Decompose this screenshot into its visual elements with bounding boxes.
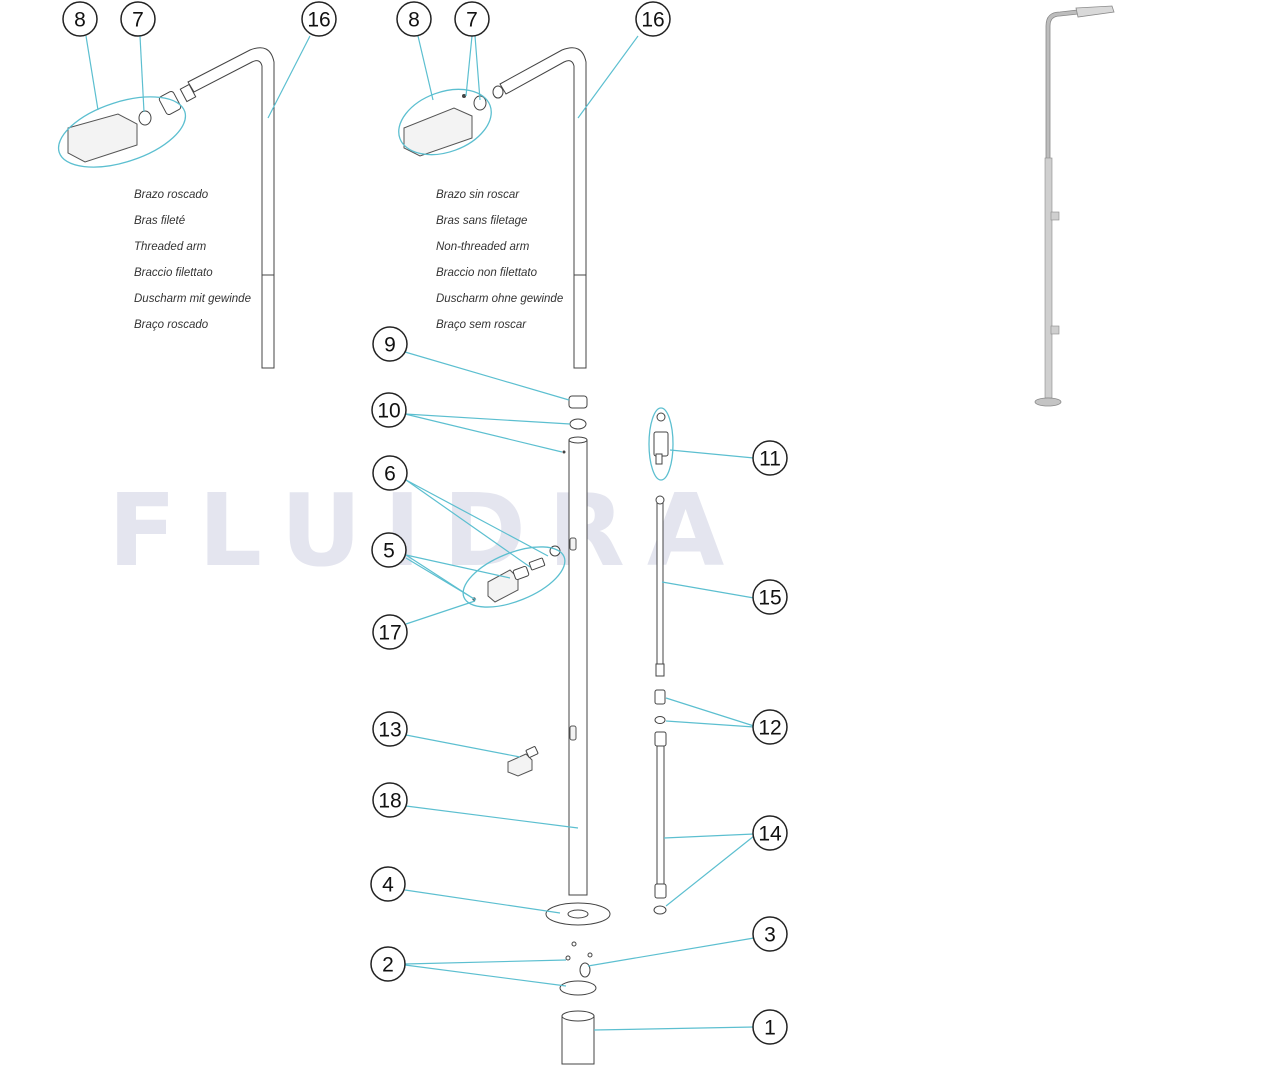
svg-text:2: 2 <box>382 954 394 977</box>
svg-text:7: 7 <box>466 9 478 32</box>
callout-16-middle: 16 <box>635 1 671 37</box>
fitting-halo <box>648 407 674 481</box>
threaded-arm-nut <box>158 90 182 116</box>
watermark: FLUIDRA <box>108 472 746 589</box>
callout-2: 2 <box>370 946 406 982</box>
label-duscharm-ohne-gewinde: Duscharm ohne gewinde <box>436 293 563 305</box>
thumbnail-base <box>1034 397 1062 407</box>
callout-8-left: 8 <box>62 1 98 37</box>
label-threaded-arm: Threaded arm <box>134 241 207 253</box>
lower-valve <box>507 753 533 777</box>
svg-text:8: 8 <box>74 9 86 32</box>
non-threaded-arm-end <box>492 85 504 99</box>
svg-text:7: 7 <box>132 9 144 32</box>
label-brazo-sin-roscar: Brazo sin roscar <box>436 189 520 201</box>
svg-text:5: 5 <box>383 540 395 563</box>
base-plate-hole <box>567 909 589 919</box>
lower-valve-stem <box>525 746 539 758</box>
callout-1: 1 <box>752 1009 788 1045</box>
svg-text:4: 4 <box>382 874 394 897</box>
svg-text:18: 18 <box>378 790 401 813</box>
threaded-arm-head <box>67 113 138 163</box>
threaded-arm-labels: Brazo roscado Bras fileté Threaded arm B… <box>134 189 251 331</box>
svg-text:14: 14 <box>758 823 782 846</box>
non-threaded-arm-labels: Brazo sin roscar Bras sans filetage Non-… <box>436 189 563 331</box>
top-cap <box>568 395 588 409</box>
supply-parts <box>648 407 674 915</box>
callout-7-left: 7 <box>120 1 156 37</box>
threaded-arm-assembly <box>57 47 275 369</box>
threaded-arm-washer <box>138 110 152 126</box>
label-bras-filete: Bras fileté <box>134 215 185 227</box>
svg-text:16: 16 <box>641 9 664 32</box>
label-braccio-filettato: Braccio filettato <box>134 267 213 279</box>
thumbnail-shower-head <box>1075 5 1115 18</box>
callout-6: 6 <box>372 455 408 491</box>
non-threaded-arm-head <box>403 107 473 157</box>
hose-upper <box>656 499 664 669</box>
callout-16-left: 16 <box>301 1 337 37</box>
svg-text:9: 9 <box>384 334 396 357</box>
threaded-arm-tube <box>187 47 275 369</box>
label-braco-roscado: Braço roscado <box>134 319 209 331</box>
column-slot-lower <box>569 725 577 741</box>
tap-body <box>512 565 530 581</box>
callout-18: 18 <box>372 782 408 818</box>
fitting-body <box>653 431 669 457</box>
top-ring <box>569 418 587 430</box>
callout-4: 4 <box>370 866 406 902</box>
non-threaded-arm-tube <box>499 47 587 369</box>
tap-halo <box>462 546 566 608</box>
flange-ring <box>579 962 591 978</box>
non-threaded-arm-halo <box>398 88 492 156</box>
callout-17: 17 <box>372 614 408 650</box>
callout-8-middle: 8 <box>396 1 432 37</box>
callout-12: 12 <box>752 709 788 745</box>
svg-text:3: 3 <box>764 924 776 947</box>
connector <box>654 689 666 705</box>
svg-text:10: 10 <box>377 400 400 423</box>
svg-text:17: 17 <box>378 622 401 645</box>
base-flange <box>559 980 597 996</box>
column-slot-upper <box>569 537 577 551</box>
callout-13: 13 <box>372 711 408 747</box>
svg-text:11: 11 <box>759 448 781 471</box>
threaded-arm-halo <box>57 96 187 168</box>
label-braco-sem-roscar: Braço sem roscar <box>436 319 527 331</box>
label-duscharm-mit-gewinde: Duscharm mit gewinde <box>134 293 251 305</box>
svg-text:13: 13 <box>378 719 401 742</box>
svg-text:8: 8 <box>408 9 420 32</box>
hose-lower-washer <box>653 905 667 915</box>
svg-text:12: 12 <box>758 717 781 740</box>
label-brazo-roscado: Brazo roscado <box>134 189 209 201</box>
label-non-threaded-arm: Non-threaded arm <box>436 241 530 253</box>
callout-14: 14 <box>752 815 788 851</box>
threaded-arm-thread <box>179 83 197 103</box>
anchor-sleeve <box>561 1015 595 1065</box>
callout-9: 9 <box>372 326 408 362</box>
tap-cartridge <box>528 557 546 571</box>
callout-10: 10 <box>371 392 407 428</box>
svg-text:1: 1 <box>764 1017 776 1040</box>
svg-text:16: 16 <box>307 9 330 32</box>
label-braccio-non-filettato: Braccio non filettato <box>436 267 538 279</box>
svg-text:6: 6 <box>384 463 396 486</box>
callout-5: 5 <box>371 532 407 568</box>
hose-lower <box>656 733 665 885</box>
shower-product-thumbnail <box>1034 5 1115 407</box>
label-bras-sans-filetage: Bras sans filetage <box>436 215 527 227</box>
callout-15: 15 <box>752 579 788 615</box>
non-threaded-arm-assembly <box>398 47 587 369</box>
callout-11: 11 <box>752 440 788 476</box>
callout-3: 3 <box>752 916 788 952</box>
svg-text:15: 15 <box>758 587 781 610</box>
connector-washer <box>654 716 666 724</box>
column-top-opening <box>568 436 588 444</box>
tap-handle <box>487 569 519 603</box>
callout-7-middle: 7 <box>454 1 490 37</box>
main-column-assembly <box>462 395 611 1065</box>
